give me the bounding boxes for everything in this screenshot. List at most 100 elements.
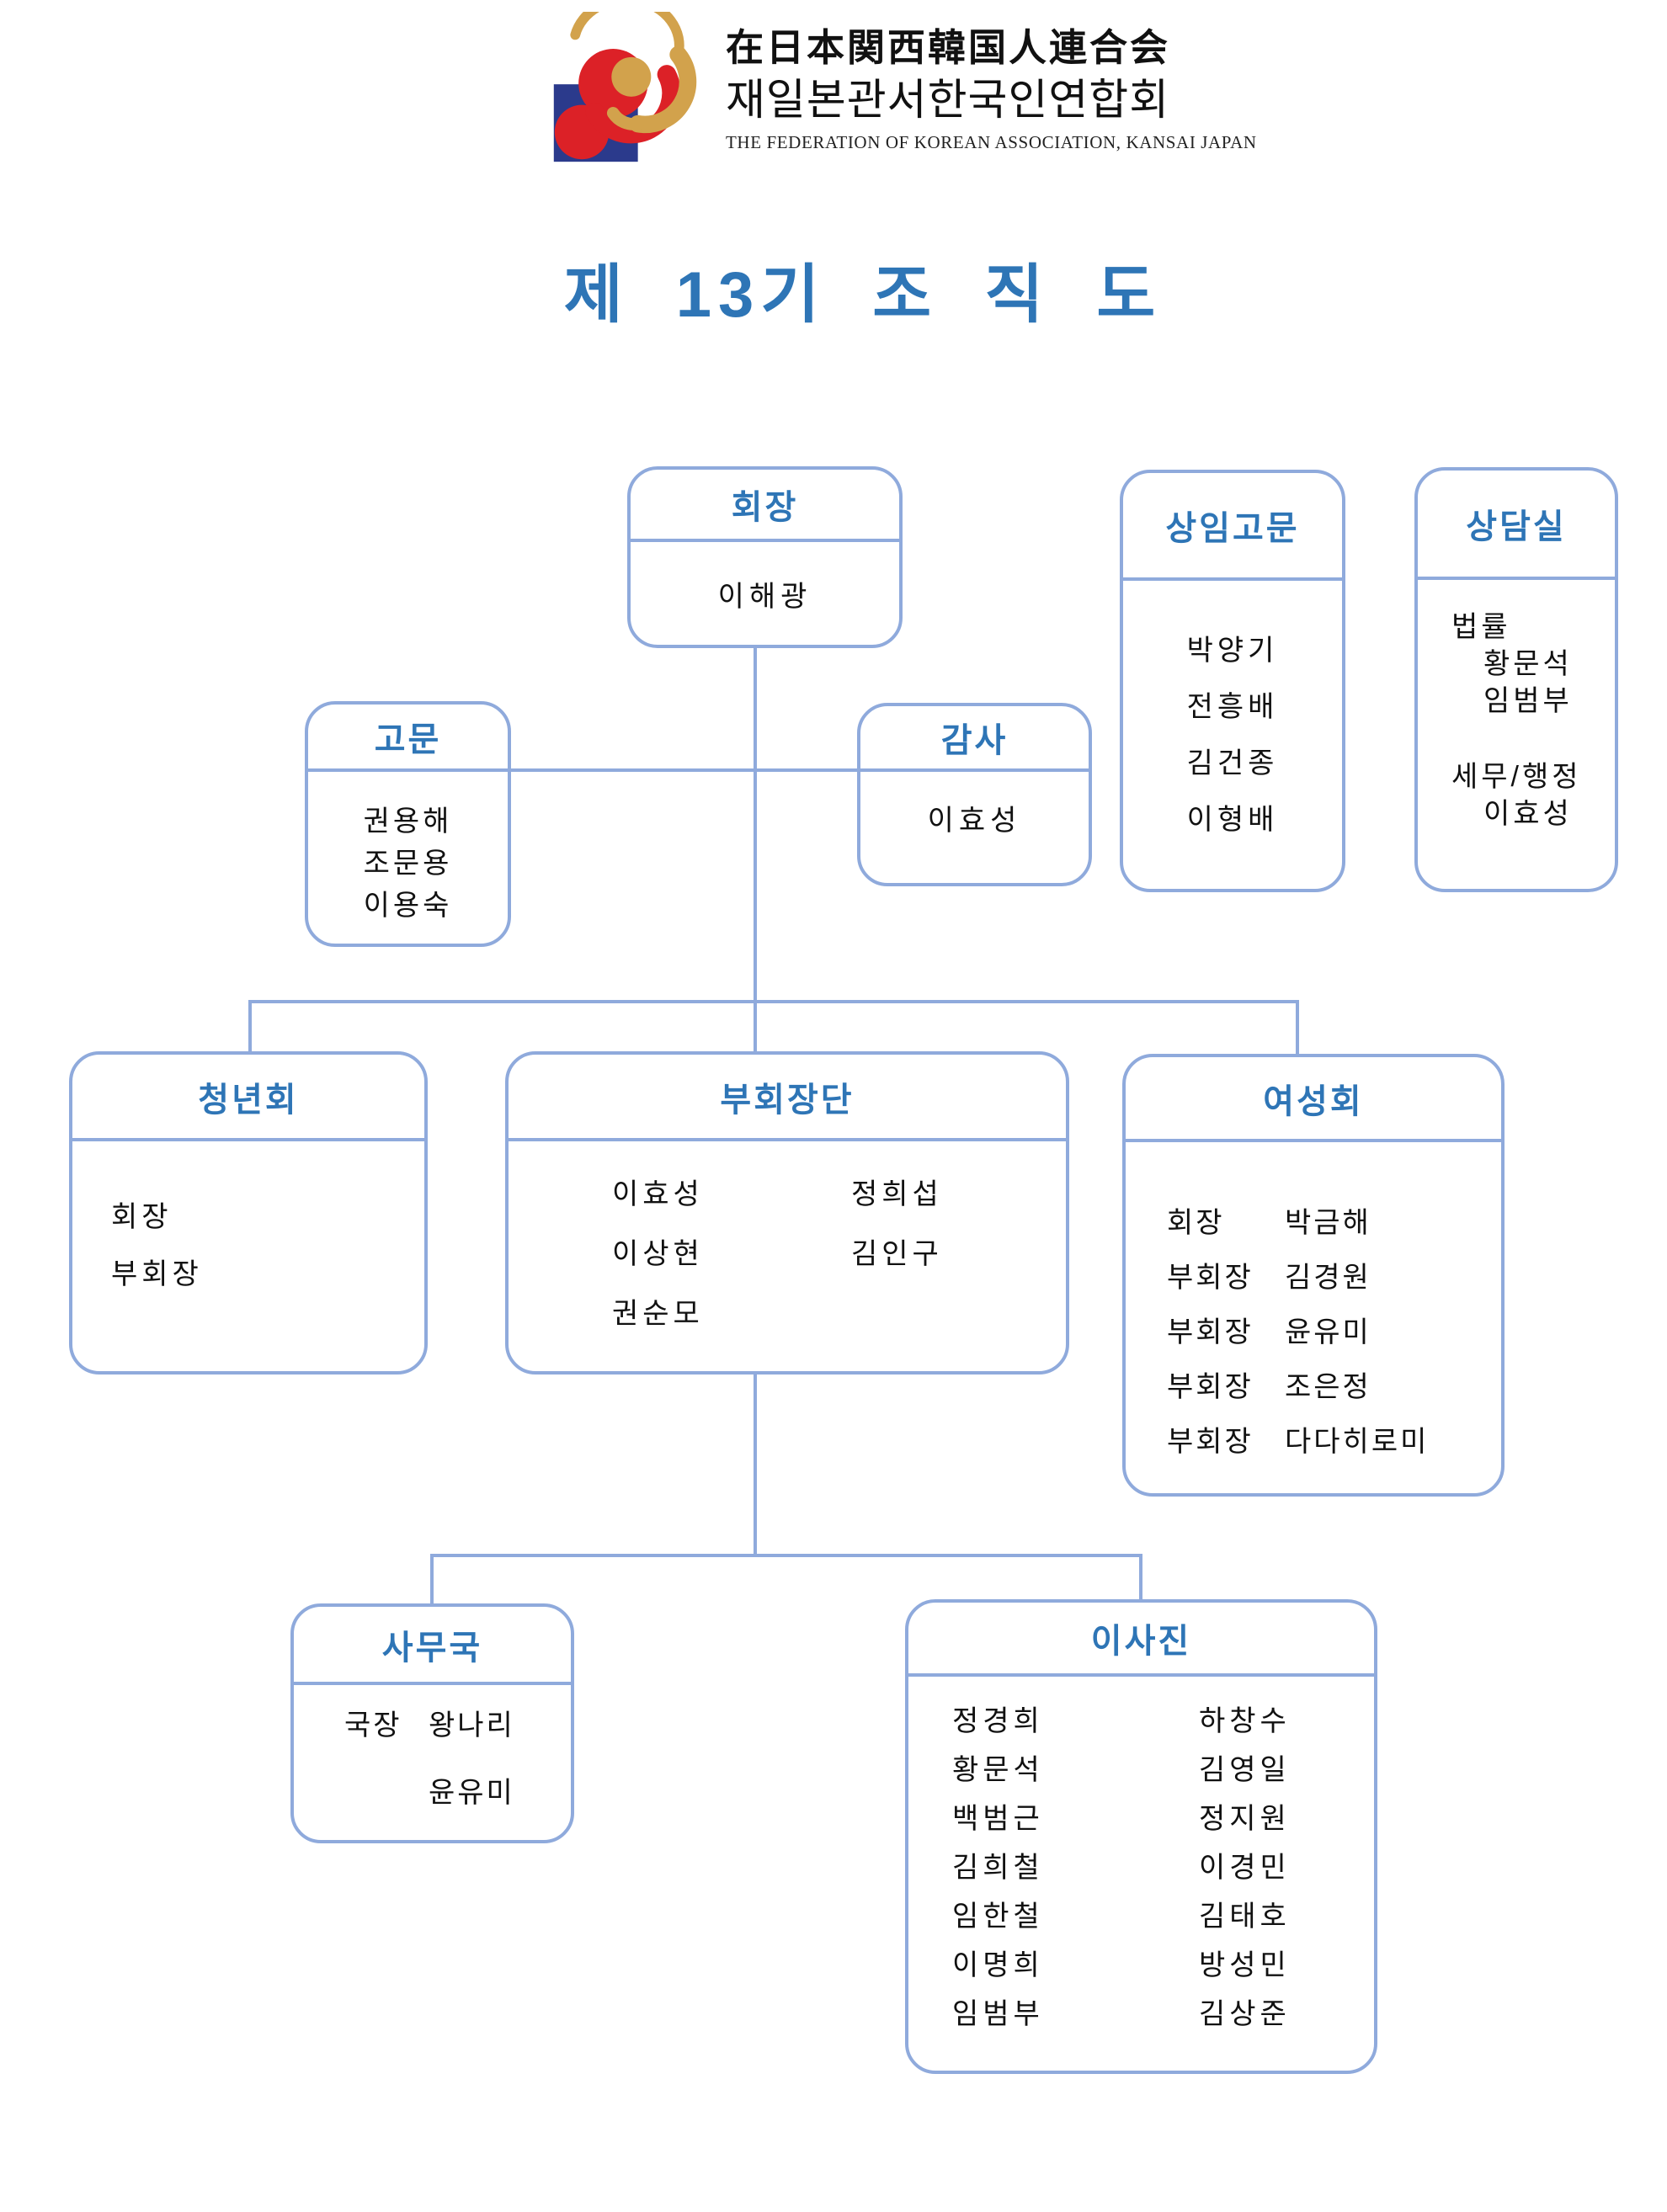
member-name: 백범근 [952,1803,1044,1835]
connector-trunk-bottom [754,1375,757,1557]
box-standing-advisors-title: 상임고문 [1123,473,1342,581]
pair-row: 부회장 윤유미 [1167,1305,1501,1360]
logo-name-japanese: 在日本関西韓国人連合会 [726,27,1171,69]
member-name: 황문석 [952,1754,1044,1786]
member-name: 이경민 [1199,1852,1291,1884]
box-auditor-members: 이효성 [860,772,1089,844]
pair-row: 윤유미 [344,1759,571,1826]
logo-name-english: THE FEDERATION OF KOREAN ASSOCIATION, KA… [726,132,1257,153]
role [344,1759,429,1826]
member-name: 이명희 [952,1949,1044,1981]
role: 부회장 [1167,1426,1254,1458]
pair-row: 부회장 조은정 [1167,1360,1501,1415]
connector-drop-cheongnyeonhoe [248,1000,252,1051]
member-name: 임한철 [952,1901,1044,1933]
box-chairman-title: 회장 [631,470,899,542]
member-name: 김인구 [851,1238,943,1270]
member-name: 이해광 [717,580,812,613]
pname: 윤유미 [1285,1316,1371,1348]
box-consultation-office-title: 상담실 [1418,471,1615,580]
connector-branch-row2 [248,1000,1299,1003]
box-auditor: 감사 이효성 [857,703,1092,886]
member-name: 전흥배 [1186,691,1279,723]
sec-member: 황문석 [1483,648,1573,680]
connector-drop-isajin [1139,1554,1142,1599]
sec-member: 이효성 [1483,798,1573,830]
member-name: 이용숙 [363,890,453,922]
member-name: 김태호 [1199,1901,1291,1933]
role: 부회장 [1167,1316,1254,1348]
pair-row: 부회장 김경원 [1167,1251,1501,1305]
role: 회장 [1167,1207,1225,1239]
sec-label: 법률 [1451,611,1511,643]
member-name: 회장 [111,1201,173,1233]
connector-drop-samuguk [430,1554,434,1603]
box-secretariat-title: 사무국 [294,1607,571,1685]
pname: 윤유미 [429,1777,515,1809]
box-advisors-title: 고문 [308,705,508,772]
member-name: 방성민 [1199,1949,1291,1981]
connector-drop-yeoseonghoe [1296,1000,1299,1054]
member-name: 임범부 [952,1998,1044,2030]
pname: 박금해 [1285,1207,1371,1239]
page-title: 제 13기 조 직 도 [563,259,1163,331]
member-name: 김건종 [1186,747,1279,779]
member-name: 권용해 [363,806,453,837]
member-name: 이상현 [612,1238,704,1270]
connector-gomun-gamsa [511,768,857,772]
box-youth-association-title: 청년회 [72,1055,424,1141]
role: 부회장 [1167,1262,1254,1294]
member-name: 조문용 [363,848,453,880]
pair-row: 회장 박금해 [1167,1196,1501,1251]
taegeuk-swirl-emblem-icon [553,12,697,162]
member-name: 박양기 [1186,635,1279,667]
member-name: 정희섭 [851,1178,943,1210]
member-name: 정경희 [952,1705,1044,1737]
sec-label: 세무/행정 [1451,761,1582,793]
member-name: 이효성 [927,805,1022,837]
logo-header: 在日本関西韓国人連合会 재일본관서한국인연합회 THE FEDERATION O… [543,10,1257,174]
pname: 왕나리 [429,1710,515,1741]
member-name: 정지원 [1199,1803,1291,1835]
member-name: 부회장 [111,1258,203,1290]
member-name: 하창수 [1199,1705,1291,1737]
connector-trunk-top [754,648,757,1051]
box-vice-chairmen-title: 부회장단 [509,1055,1066,1141]
box-chairman: 회장 이해광 [627,466,903,648]
member-name: 이효성 [612,1178,704,1210]
box-board-of-directors-title: 이사진 [908,1603,1374,1677]
logo-name-korean: 재일본관서한국인연합회 [726,75,1170,124]
role: 국장 [344,1710,402,1741]
sec-member: 임범부 [1483,685,1573,717]
pname: 조은정 [1285,1371,1371,1403]
logo-text-block: 在日本関西韓国人連合会 재일본관서한국인연합회 THE FEDERATION O… [726,27,1257,153]
role: 부회장 [1167,1371,1254,1403]
member-name: 이형배 [1186,804,1279,836]
box-auditor-title: 감사 [860,706,1089,772]
pname: 김경원 [1285,1262,1371,1294]
pair-row: 국장 왕나리 [344,1692,571,1759]
member-name: 권순모 [612,1298,704,1330]
